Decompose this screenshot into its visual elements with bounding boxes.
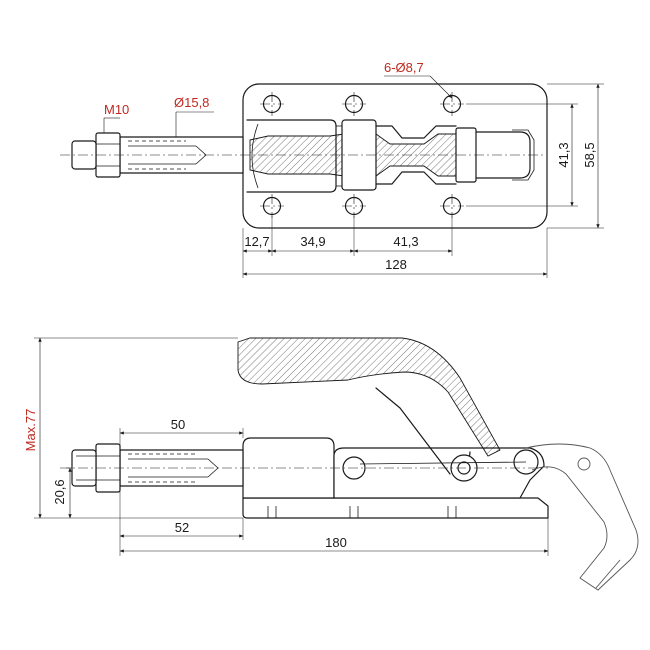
side-guide-block	[242, 437, 335, 499]
label-stroke-length: 50	[171, 417, 185, 432]
label-thread-extension: 52	[175, 520, 189, 535]
label-max-height: Max.77	[23, 409, 38, 452]
label-offset-first-hole: 12,7	[244, 234, 269, 249]
side-view: 50 Max.77 20,6 52 180	[23, 337, 639, 591]
label-base-width: 58,5	[582, 142, 597, 167]
label-hole-spacing-vertical: 41,3	[556, 142, 571, 167]
label-spacing-first-pair: 34,9	[300, 234, 325, 249]
label-plunger-diameter: Ø15,8	[174, 95, 209, 110]
side-base-plate	[242, 497, 549, 519]
label-spacing-second-pair: 41,3	[393, 234, 418, 249]
label-plunger-height: 20,6	[52, 479, 67, 504]
handle-open-position	[525, 443, 639, 591]
top-view: M10 Ø15,8 6-Ø8,7 41,3 58,5	[60, 60, 604, 278]
label-base-length: 128	[385, 257, 407, 272]
side-handle	[237, 337, 501, 457]
label-thread-size: M10	[104, 102, 129, 117]
label-mounting-holes: 6-Ø8,7	[384, 60, 424, 75]
label-overall-length: 180	[325, 535, 347, 550]
